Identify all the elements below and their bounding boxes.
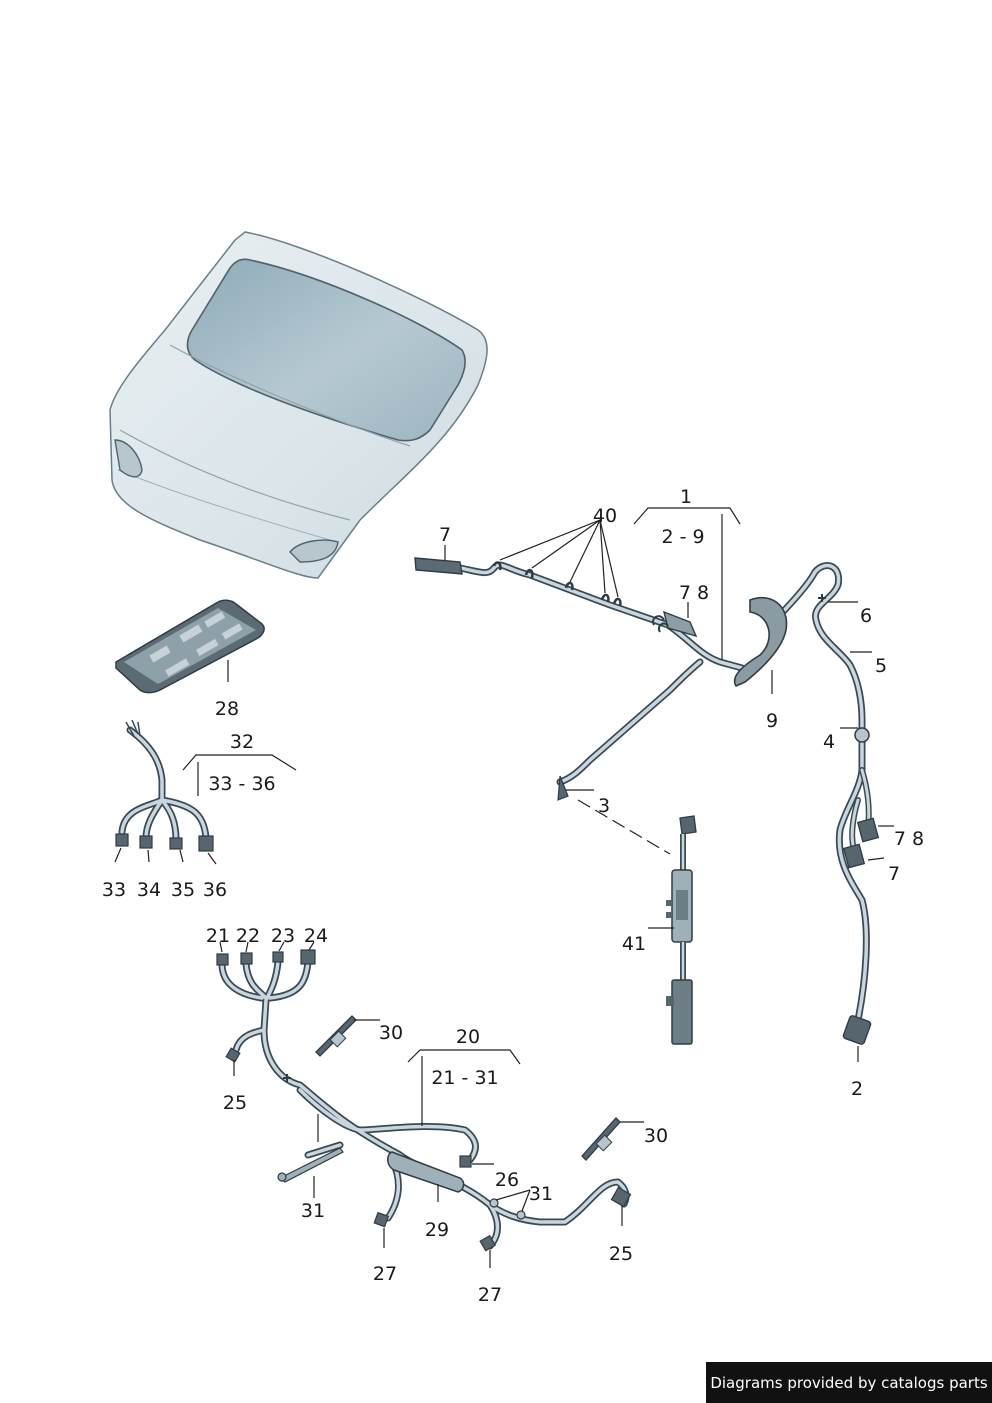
callout-26: 26 (495, 1169, 519, 1191)
connector-3 (557, 775, 569, 801)
callout-28: 28 (215, 698, 239, 720)
rear-window (186, 258, 467, 442)
left-light-opening (114, 439, 143, 478)
harness-32 (115, 719, 214, 852)
connector-22 (240, 952, 253, 965)
callout-35: 35 (171, 879, 195, 901)
grommet-9 (733, 596, 788, 688)
callout-23: 23 (271, 925, 295, 947)
tailgate (109, 231, 488, 579)
callout-29: 29 (425, 1219, 449, 1241)
credit-banner: Diagrams provided by catalogs parts (706, 1362, 992, 1403)
harness-20 (216, 949, 632, 1252)
right-light-opening (289, 539, 339, 563)
label-card-28 (115, 599, 265, 694)
callout-33: 33 (102, 879, 126, 901)
sleeve-29 (387, 1151, 465, 1193)
callout-32-range: 33 - 36 (208, 773, 275, 795)
callout-5: 5 (875, 655, 887, 677)
callout-7-8b: 7 8 (894, 828, 924, 850)
part-41 (666, 815, 697, 1045)
connector-25a (225, 1047, 241, 1063)
connector-25b (610, 1186, 632, 1208)
callout-labels: 1 2 - 9 40 7 7 8 6 5 9 4 3 7 8 7 41 2 28… (102, 486, 924, 1306)
callout-31a: 31 (301, 1200, 325, 1222)
connector-23 (272, 951, 284, 963)
connector-34 (139, 835, 153, 849)
callout-20-range: 21 - 31 (431, 1067, 498, 1089)
callout-34: 34 (137, 879, 161, 901)
clip-30b (581, 1117, 621, 1161)
callout-41: 41 (622, 933, 646, 955)
callout-9: 9 (766, 710, 778, 732)
callout-1: 1 (680, 486, 692, 508)
callout-27a: 27 (373, 1263, 397, 1285)
connector-7-8b (856, 817, 880, 843)
callout-24: 24 (304, 925, 328, 947)
connector-36 (198, 835, 214, 852)
callout-25a: 25 (223, 1092, 247, 1114)
grommet-4 (854, 727, 870, 743)
connector-7-8 (662, 610, 698, 638)
callout-30b: 30 (644, 1125, 668, 1147)
connector-26 (459, 1155, 472, 1168)
callout-20: 20 (456, 1026, 480, 1048)
clip-6 (818, 594, 826, 602)
callout-22: 22 (236, 925, 260, 947)
clip-30a (315, 1015, 357, 1057)
callout-7a: 7 (439, 524, 451, 546)
callout-21: 21 (206, 925, 230, 947)
callout-27b: 27 (478, 1284, 502, 1306)
callout-3: 3 (598, 795, 610, 817)
connector-21 (216, 953, 229, 966)
callout-25b: 25 (609, 1243, 633, 1265)
connector-33 (115, 833, 129, 847)
connector-27b (479, 1234, 497, 1252)
connector-35 (169, 837, 183, 850)
callout-6: 6 (860, 605, 872, 627)
connector-24 (300, 949, 316, 965)
callout-30a: 30 (379, 1022, 403, 1044)
harness-1 (414, 557, 880, 1045)
connector-27a (373, 1211, 390, 1228)
callout-31b: 31 (529, 1183, 553, 1205)
connector-7 (414, 557, 463, 575)
callout-2: 2 (851, 1078, 863, 1100)
callout-7b: 7 (888, 863, 900, 885)
callout-36: 36 (203, 879, 227, 901)
connector-7b (842, 843, 866, 869)
callout-1-range: 2 - 9 (661, 526, 704, 548)
callout-32: 32 (230, 731, 254, 753)
callout-40: 40 (593, 505, 617, 527)
callout-7-8a: 7 8 (679, 582, 709, 604)
connector-2 (842, 1015, 872, 1045)
callout-4: 4 (823, 731, 835, 753)
